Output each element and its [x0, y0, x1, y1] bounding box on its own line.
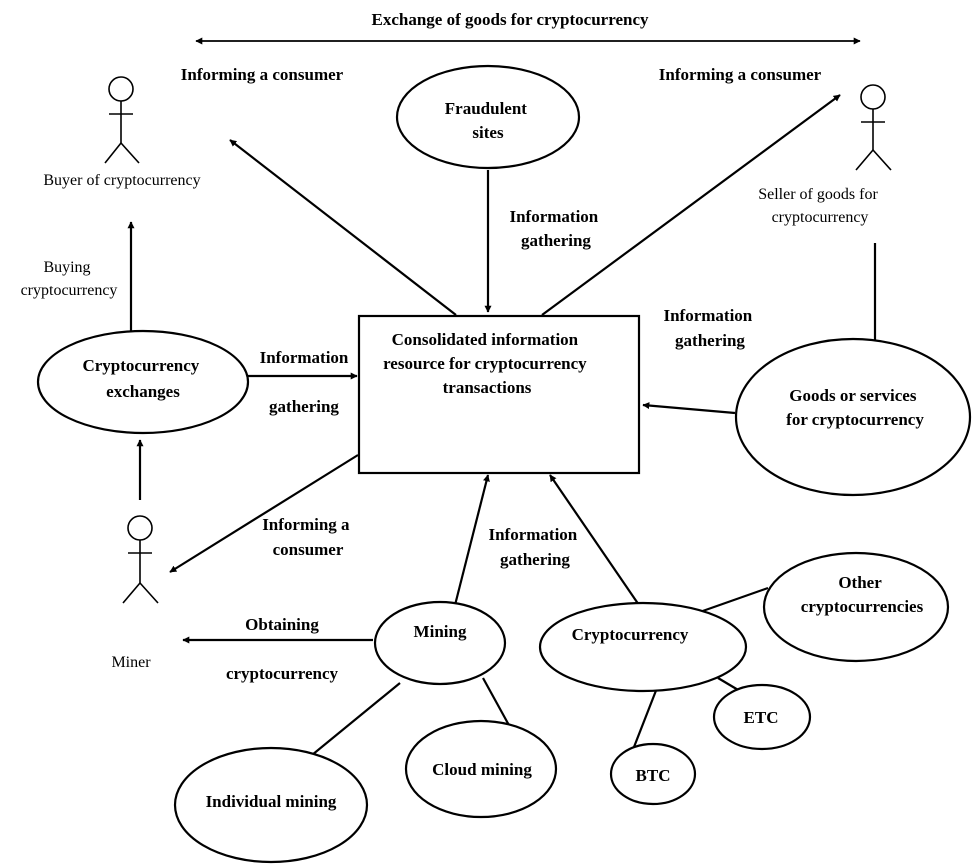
inform-seller-arrow	[541, 94, 841, 316]
etc-label: ETC	[744, 708, 779, 727]
individual-mining-node	[173, 746, 369, 864]
seller-label: Seller of goods for cryptocurrency	[758, 186, 882, 226]
inform-buyer-arrow	[229, 139, 457, 316]
other-crypto-node	[762, 551, 950, 663]
center-box	[357, 314, 641, 475]
btc-label: BTC	[636, 766, 671, 785]
goods-services-label: Goods or services for cryptocurrency	[786, 386, 924, 429]
inform-buyer-label: Informing a consumer	[181, 65, 344, 84]
other-crypto-label: Other cryptocurrencies	[801, 573, 924, 616]
fraud-gather-label: Information gathering	[509, 207, 602, 250]
miner-label: Miner	[111, 654, 151, 671]
crypto-btc-line	[632, 687, 659, 748]
exchange-goods-label: Exchange of goods for cryptocurrency	[371, 10, 649, 29]
crypto-gather-arrow	[549, 474, 642, 609]
cloud-mining-label: Cloud mining	[432, 760, 532, 779]
exch-gather-label-bottom: gathering	[269, 397, 339, 416]
buyer-actor-icon	[104, 76, 140, 164]
individual-mining-label: Individual mining	[206, 792, 337, 811]
mining-label: Mining	[414, 622, 467, 641]
etc-node	[712, 683, 812, 751]
goods-gather-label: Information gathering	[663, 306, 756, 350]
crypto-other-line	[696, 586, 769, 615]
buying-label: Buying cryptocurrency	[21, 259, 118, 299]
miner-actor-icon	[122, 515, 159, 604]
inform-miner-arrow	[169, 454, 359, 573]
mining-gather-label: Information gathering	[488, 525, 581, 569]
cloud-mining-node	[404, 719, 558, 819]
fraudulent-sites-node	[395, 64, 581, 170]
btc-node	[609, 742, 697, 806]
obtaining-label-top: Obtaining	[245, 615, 319, 634]
exch-gather-label-top: Information	[260, 348, 349, 367]
crypto-exchanges-node	[36, 329, 250, 435]
mining-node	[373, 600, 507, 686]
buyer-label: Buyer of cryptocurrency	[43, 172, 200, 189]
cryptocurrency-label: Cryptocurrency	[572, 625, 689, 644]
goods-gather-arrow	[642, 402, 736, 415]
fraudulent-sites-label: Fraudulent sites	[445, 99, 531, 142]
seller-actor-icon	[855, 84, 892, 171]
center-title: Consolidated information resource for cr…	[383, 330, 591, 397]
crypto-exchanges-label: Cryptocurrency exchanges	[82, 356, 203, 401]
goods-services-node	[734, 337, 972, 497]
obtaining-label-bottom: cryptocurrency	[226, 664, 339, 683]
cryptocurrency-node	[538, 601, 748, 693]
inform-miner-label: Informing a consumer	[262, 515, 354, 559]
inform-seller-label: Informing a consumer	[659, 65, 822, 84]
mining-gather-arrow	[451, 474, 490, 614]
